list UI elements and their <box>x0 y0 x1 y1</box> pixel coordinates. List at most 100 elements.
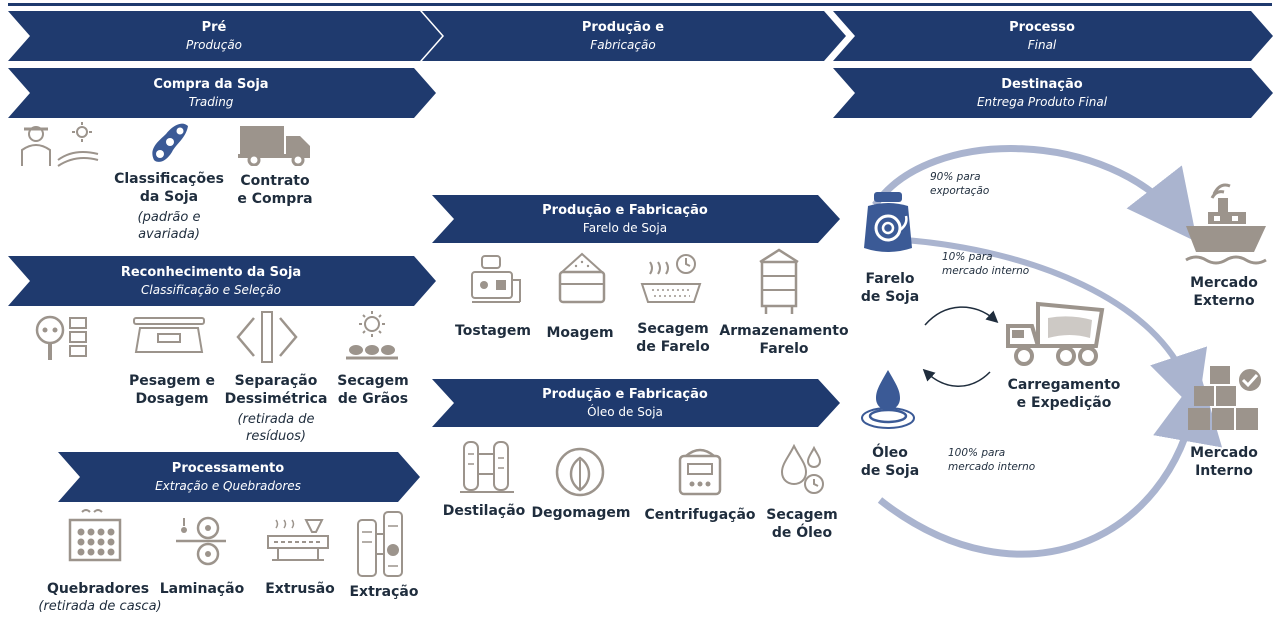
mill-sack-icon <box>554 250 610 306</box>
seed-icon <box>554 446 606 498</box>
section-title: Produção e Fabricação <box>542 387 708 403</box>
label-line: Secagem <box>766 507 838 523</box>
label-laminacao: Laminação <box>159 581 245 597</box>
label-line: de Soja <box>860 289 920 306</box>
label-degomagem: Degomagem <box>531 505 631 521</box>
note-line: resíduos) <box>245 428 307 444</box>
header-subtitle: Fabricação <box>590 37 656 52</box>
label-moagem: Moagem <box>546 325 614 341</box>
section-title: Processamento <box>171 461 285 477</box>
section-subtitle: Óleo de Soja <box>587 404 663 419</box>
label-tostagem: Tostagem <box>455 323 531 339</box>
chevron-shape <box>8 68 436 118</box>
chevron-shape <box>432 379 840 427</box>
header-title: Pré <box>201 20 227 36</box>
label-line: de Grãos <box>337 391 409 408</box>
label-carregamento: Carregamento e Expedição <box>996 376 1132 412</box>
note-line: (padrão e <box>137 210 201 225</box>
truck-icon <box>238 122 312 166</box>
label-line: Classificações <box>114 171 224 187</box>
label-line: Dosagem <box>135 391 209 408</box>
chevron-shape <box>833 11 1273 61</box>
section-title: Reconhecimento da Soja <box>120 265 302 281</box>
label-extrusao: Extrusão <box>265 581 335 597</box>
breaker-basket-icon <box>66 508 124 564</box>
soybean-pod-icon <box>146 118 192 166</box>
section-subtitle: Trading <box>188 94 234 109</box>
oil-drops-clock-icon <box>778 444 828 496</box>
note-classificacoes: (padrão e avariada) <box>104 210 234 244</box>
note-line: exportação <box>930 185 990 198</box>
label-line: Carregamento <box>1007 377 1121 393</box>
note-line: 90% para <box>930 171 981 183</box>
label-line: Secagem <box>637 321 709 337</box>
farmer-icon <box>14 120 100 168</box>
label-mercado-interno: Mercado Interno <box>1176 444 1272 480</box>
note-line: mercado interno <box>942 265 1030 278</box>
label-pesagem: Pesagem e Dosagem <box>120 372 224 408</box>
note-line: 10% para <box>942 251 993 263</box>
header-title: Produção e <box>581 20 665 36</box>
toaster-machine-icon <box>468 254 524 304</box>
chevron-shape <box>8 256 436 306</box>
section-title: Compra da Soja <box>153 77 269 93</box>
label-line: Contrato <box>240 173 310 189</box>
label-secagem-graos: Secagem de Grãos <box>330 372 416 408</box>
rollers-icon <box>174 516 228 566</box>
sun-grains-icon <box>342 310 402 366</box>
dryer-tray-icon <box>638 252 704 306</box>
section-subtitle: Classificação e Seleção <box>141 282 281 297</box>
label-line: Óleo <box>872 445 908 461</box>
arc-oleo-interno <box>877 372 1223 558</box>
label-line: Externo <box>1193 293 1255 310</box>
label-armazenamento: Armazenamento Farelo <box>716 322 852 358</box>
dump-truck-icon <box>1004 298 1108 368</box>
magnifier-list-icon <box>34 314 90 362</box>
arc-export <box>872 145 1198 243</box>
label-quebradores: Quebradores <box>46 581 150 597</box>
label-classificacoes: Classificações da Soja <box>104 170 234 206</box>
extraction-plant-icon <box>354 510 412 580</box>
label-mercado-externo: Mercado Externo <box>1176 274 1272 310</box>
label-secagem-oleo: Secagem de Óleo <box>760 506 844 542</box>
label-extracao: Extração <box>349 584 419 600</box>
meal-sack-icon <box>860 190 916 256</box>
label-line: e Expedição <box>1016 395 1112 412</box>
label-line: Mercado <box>1190 275 1258 291</box>
chevron-shape <box>432 195 840 243</box>
label-destilacao: Destilação <box>442 503 526 519</box>
centrifuge-icon <box>676 442 724 498</box>
silo-icon <box>756 248 802 316</box>
arc-farelo-interno <box>904 237 1208 413</box>
label-line: Pesagem e <box>128 373 215 389</box>
label-secagem-farelo: Secagem de Farelo <box>626 320 720 356</box>
label-line: da Soja <box>139 189 199 206</box>
top-rule <box>8 3 1272 6</box>
label-farelo-de-soja: Farelo de Soja <box>850 270 930 306</box>
scale-icon <box>132 316 206 356</box>
extruder-icon <box>266 518 332 564</box>
label-line: Dessimétrica <box>224 391 328 408</box>
note-separacao: (retirada de resíduos) <box>218 412 334 446</box>
chevron-shape <box>422 11 846 61</box>
note-line: avariada) <box>138 226 200 242</box>
label-line: Separação <box>234 373 318 389</box>
label-line: Farelo <box>865 271 915 287</box>
label-line: de Óleo <box>771 525 833 542</box>
section-subtitle: Farelo de Soja <box>582 220 668 235</box>
label-contrato: Contrato e Compra <box>226 172 324 208</box>
section-subtitle: Entrega Produto Final <box>976 94 1108 109</box>
note-line: mercado interno <box>948 461 1036 474</box>
label-centrifugacao: Centrifugação <box>644 507 756 523</box>
note-quebradores: (retirada de casca) <box>38 599 162 614</box>
label-line: de Soja <box>860 463 920 480</box>
